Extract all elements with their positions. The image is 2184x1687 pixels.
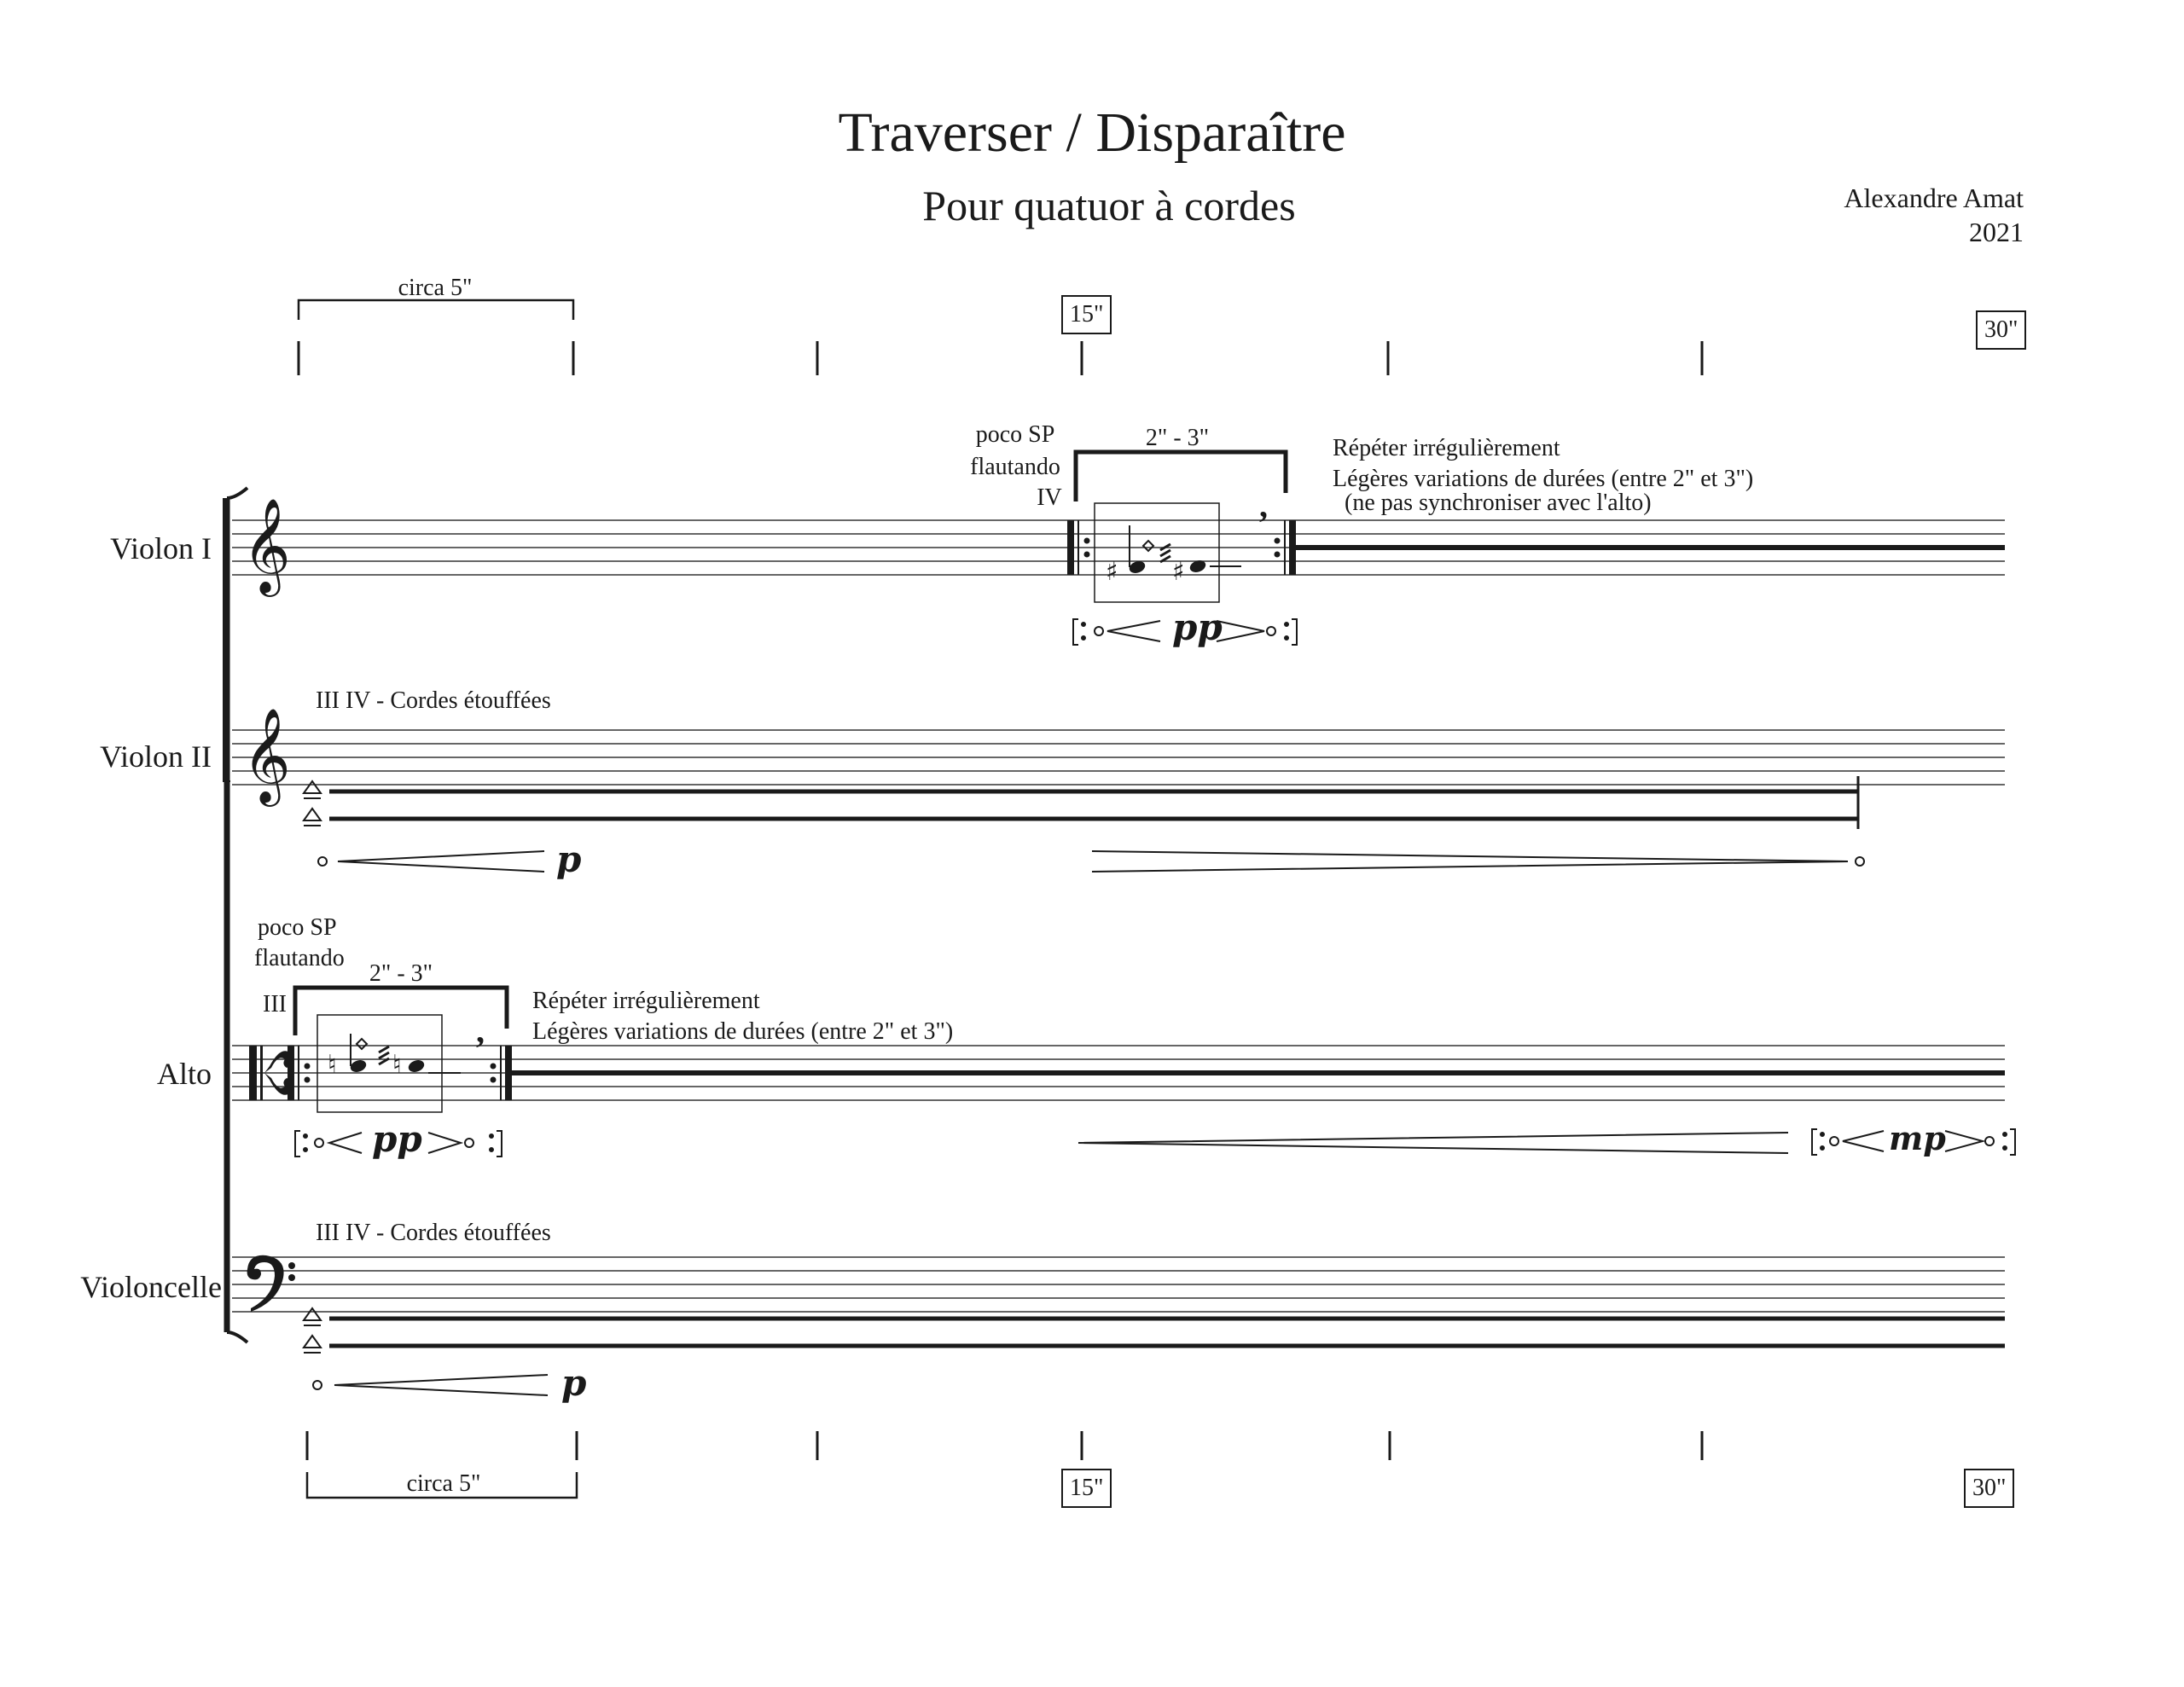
top-timeline [297,299,1704,375]
violin1-dynamic: pp [1172,606,1223,648]
staff-viola [232,1045,2005,1101]
violin2-music [302,776,1865,872]
viola-technique-poco-sp: poco SP [258,914,337,941]
violin1-duration-label: 2" - 3" [1145,425,1210,451]
system-bracket [223,486,249,1344]
page-title: Traverser / Disparaître [838,101,1346,164]
instrument-name-violin1: Violon I [110,531,212,565]
treble-clef-icon: 𝄞 [242,707,291,807]
svg-text:,: , [1259,486,1268,525]
viola-dynamic-pp: pp [372,1118,422,1160]
viola-dynamic-mp: mp [1889,1119,1946,1157]
instrument-name-viola: Alto [156,1057,212,1091]
treble-clef-icon: 𝄞 [242,497,291,597]
top-marker-30: 30" [1976,310,2027,350]
bottom-circa-label: circa 5" [406,1470,481,1497]
violin2-dynamic: p [556,838,581,880]
viola-technique-flautando: flautando [254,945,345,971]
violin1-instruction-repeat: Répéter irrégulièrement [1333,435,1560,461]
violin1-instruction-variations: Légères variations de durées (entre 2" e… [1333,466,1754,492]
viola-instruction-repeat: Répéter irrégulièrement [532,988,760,1014]
svg-text:,: , [476,1012,485,1050]
violin1-music: ♯ ♯ , [1067,449,2005,646]
composer-name: Alexandre Amat [1844,183,2024,213]
bottom-marker-30: 30" [1964,1469,2015,1508]
staff-cello [232,1256,2005,1313]
svg-text:♯: ♯ [1172,557,1185,587]
top-circa-label: circa 5" [398,275,473,301]
svg-text:♯: ♯ [1106,557,1118,587]
violin1-technique-flautando: flautando [970,454,1060,480]
page-subtitle: Pour quatuor à cordes [922,182,1296,229]
svg-text:♮: ♮ [392,1050,402,1080]
bass-clef-icon [247,1255,295,1312]
viola-music: ♮ ♮ , [288,985,2016,1157]
violin1-string-number: IV [1037,484,1062,511]
cello-music [302,1307,2005,1396]
viola-duration-label: 2" - 3" [369,960,433,987]
violin1-technique-poco-sp: poco SP [975,421,1055,448]
alto-clef-icon [249,1046,294,1100]
top-marker-15: 15" [1061,295,1112,334]
viola-string-number: III [263,991,287,1017]
violin2-technique: III IV - Cordes étouffées [316,687,551,714]
instrument-name-cello: Violoncelle [80,1270,222,1304]
cello-dynamic: p [561,1362,586,1404]
cello-technique: III IV - Cordes étouffées [316,1220,551,1246]
composition-year: 2021 [1969,217,2024,247]
svg-text:♮: ♮ [328,1050,337,1080]
bottom-marker-15: 15" [1061,1469,1112,1508]
staff-violin2 [232,729,2005,786]
violin1-instruction-no-sync: (ne pas synchroniser avec l'alto) [1345,490,1652,516]
bottom-timeline [305,1431,1704,1499]
instrument-name-violin2: Violon II [100,739,212,774]
viola-instruction-variations: Légères variations de durées (entre 2" e… [532,1018,954,1045]
